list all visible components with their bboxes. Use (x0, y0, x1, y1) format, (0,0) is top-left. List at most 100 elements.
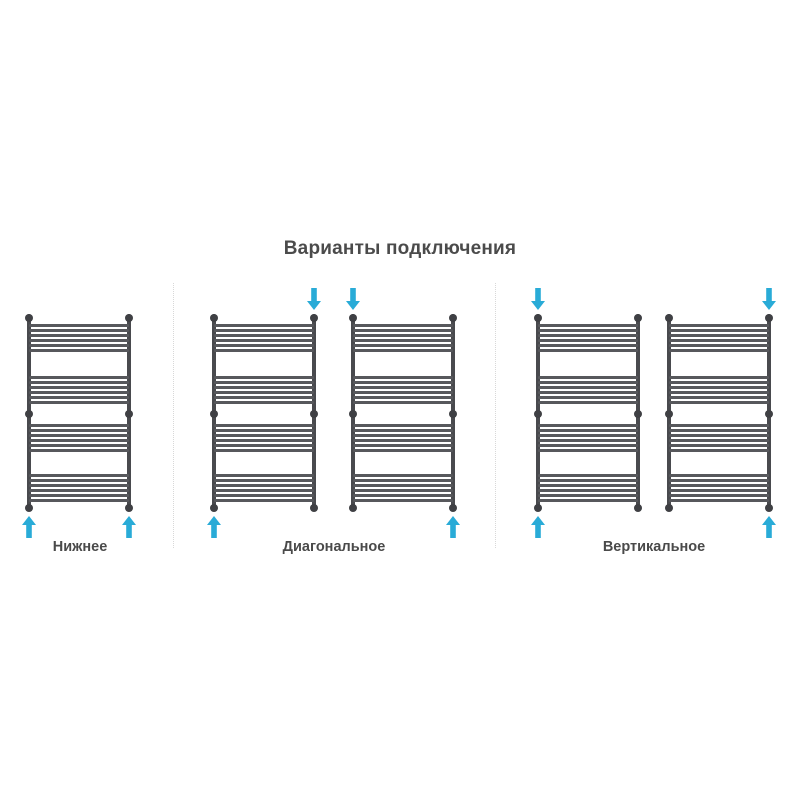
pipe-connector (310, 314, 318, 322)
rung (669, 499, 769, 502)
section-divider (173, 283, 174, 548)
pipe-connector (210, 504, 218, 512)
rung (29, 344, 129, 347)
option-label-vertical: Вертикальное (602, 539, 706, 555)
rung (29, 339, 129, 342)
pipe-connector (125, 314, 133, 322)
pipe-connector (125, 410, 133, 418)
rung (669, 329, 769, 332)
pipe-connector (210, 314, 218, 322)
pipe-connector (634, 504, 642, 512)
radiator-vertical-2 (665, 288, 776, 538)
pipe-connector (634, 410, 642, 418)
rung (538, 429, 638, 432)
pipe-connector (634, 314, 642, 322)
pipe-connector (449, 410, 457, 418)
rung (353, 434, 453, 437)
rung (29, 396, 129, 399)
pipe-connector (765, 314, 773, 322)
pipe-connector (349, 314, 357, 322)
rung (669, 434, 769, 437)
radiator-diagonal-2 (346, 288, 460, 538)
rung (538, 391, 638, 394)
rung (214, 449, 314, 452)
pipe-connector (765, 504, 773, 512)
rung (538, 396, 638, 399)
rung (538, 334, 638, 337)
rung (669, 396, 769, 399)
rung (353, 391, 453, 394)
rung (29, 386, 129, 389)
rung (29, 499, 129, 502)
flow-arrow-down (531, 288, 545, 310)
rung (29, 376, 129, 379)
pipe-connector (310, 504, 318, 512)
rung (214, 391, 314, 394)
rung (538, 439, 638, 442)
option-label-bottom: Нижнее (52, 539, 108, 555)
rung (29, 439, 129, 442)
rung (669, 349, 769, 352)
rung (538, 329, 638, 332)
rung (29, 444, 129, 447)
option-label-diagonal: Диагональное (282, 539, 386, 555)
rung (669, 479, 769, 482)
pipe-connector (310, 410, 318, 418)
rung (669, 474, 769, 477)
rung (538, 324, 638, 327)
rung (669, 381, 769, 384)
rung (353, 381, 453, 384)
rung (214, 429, 314, 432)
rung (214, 339, 314, 342)
rung (29, 391, 129, 394)
rung (29, 434, 129, 437)
rung (214, 324, 314, 327)
pipe-connector (665, 504, 673, 512)
rung (538, 401, 638, 404)
rung (669, 444, 769, 447)
rung (29, 429, 129, 432)
rung (214, 479, 314, 482)
rung (669, 429, 769, 432)
rung (214, 344, 314, 347)
rung (214, 444, 314, 447)
rung (353, 489, 453, 492)
radiator-vertical-1 (531, 288, 642, 538)
rung (353, 474, 453, 477)
flow-arrow-down (762, 288, 776, 310)
rung (669, 386, 769, 389)
rung (353, 444, 453, 447)
rung (669, 489, 769, 492)
rung (669, 344, 769, 347)
flow-arrow-up (762, 516, 776, 538)
rung (538, 489, 638, 492)
flow-arrow-down (307, 288, 321, 310)
rung (353, 376, 453, 379)
rung (353, 449, 453, 452)
rung (214, 349, 314, 352)
rung (29, 349, 129, 352)
rung (353, 339, 453, 342)
rung (214, 424, 314, 427)
pipe-connector (125, 504, 133, 512)
rung (214, 334, 314, 337)
flow-arrow-up (22, 516, 36, 538)
rung (538, 424, 638, 427)
pipe-connector (210, 410, 218, 418)
rung (29, 489, 129, 492)
pipe-connector (25, 504, 33, 512)
rung (29, 449, 129, 452)
rung (538, 349, 638, 352)
pipe-connector (25, 314, 33, 322)
rung (353, 429, 453, 432)
rung (214, 494, 314, 497)
rung (29, 484, 129, 487)
rung (353, 386, 453, 389)
rung (29, 401, 129, 404)
rung (669, 424, 769, 427)
rung (538, 499, 638, 502)
rung (29, 381, 129, 384)
rung (669, 339, 769, 342)
rung (29, 474, 129, 477)
